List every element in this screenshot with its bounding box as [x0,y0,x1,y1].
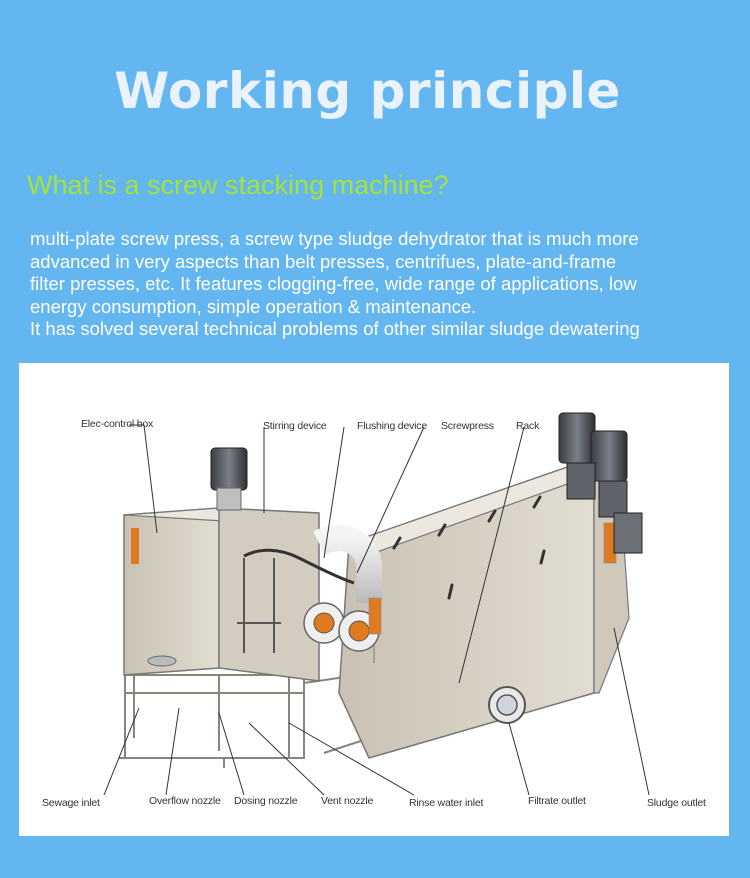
label-rinse-water-inlet: Rinse water inlet [409,797,484,809]
label-overflow-nozzle: Overflow nozzle [149,795,221,807]
label-filtrate-outlet: Filtrate outlet [528,795,586,807]
label-elec-control-box: Elec-control box [81,418,154,430]
description-paragraph: multi-plate screw press, a screw type sl… [30,228,730,341]
drive-motors [558,412,643,554]
leader-lines [103,424,650,796]
flushing-pipe [243,548,355,585]
label-vent-nozzle: Vent nozzle [321,795,374,807]
description-line: multi-plate screw press, a screw type sl… [30,228,639,249]
label-dosing-nozzle: Dosing nozzle [234,795,298,807]
label-screwpress: Screwpress [441,420,494,432]
label-flushing-device: Flushing device [357,420,427,432]
description-line: energy consumption, simple operation & m… [30,295,477,317]
machine-illustration [103,412,650,796]
label-sludge-outlet: Sludge outlet [647,797,706,809]
machine-diagram: Elec-control box Stirring device Flushin… [19,363,729,836]
label-stirring-device: Stirring device [263,420,327,432]
label-sewage-inlet: Sewage inlet [42,797,100,809]
page-title: Working principle [114,62,621,120]
description-line: advanced in very aspects than belt press… [30,250,617,272]
screwpress-inlet-pipes [303,525,382,652]
stirring-motor [210,447,248,511]
section-subtitle: What is a screw stacking machine? [27,170,449,200]
label-rack: Rack [516,420,540,432]
elec-control-box [123,507,320,682]
description-line: filter presses, etc. It features cloggin… [30,273,637,294]
screw-press-body [338,462,630,759]
description-line: It has solved several technical problems… [30,318,640,339]
